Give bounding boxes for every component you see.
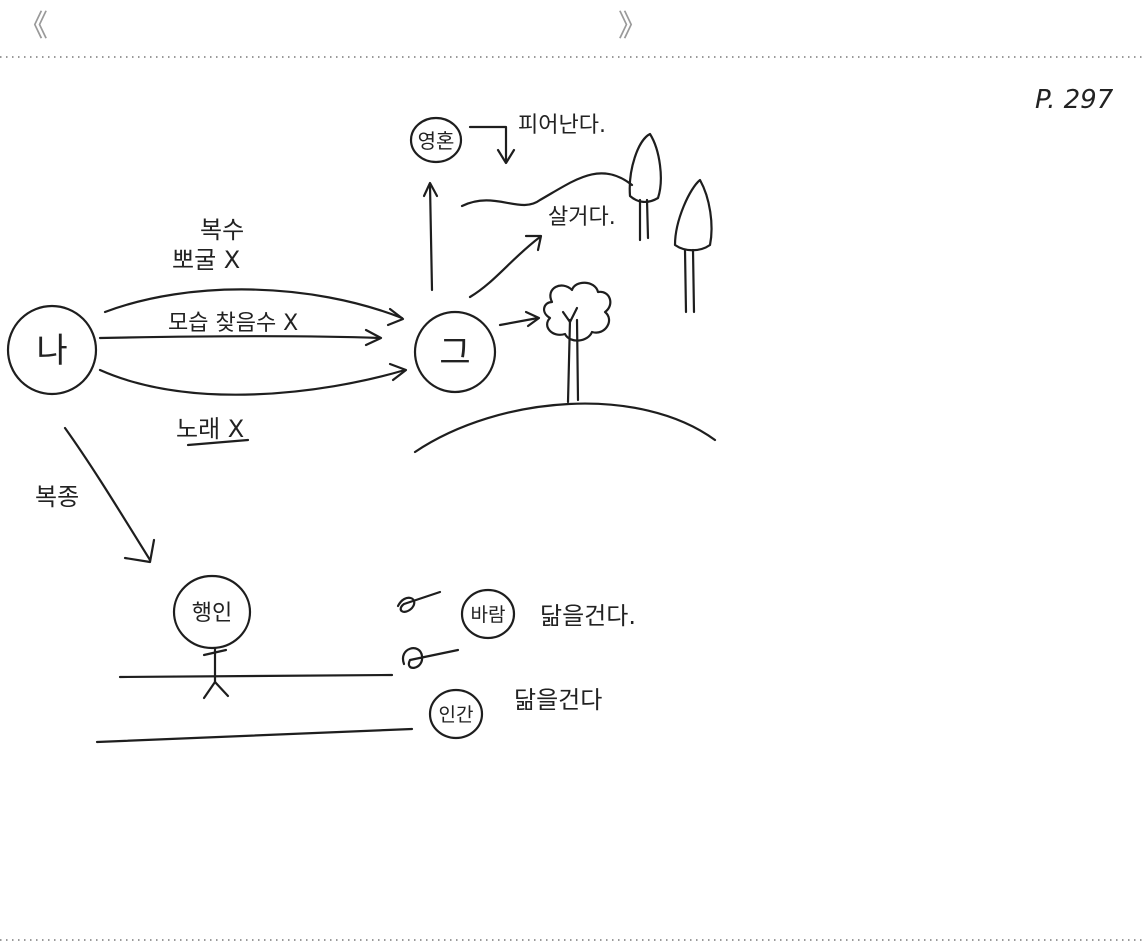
tall-tree-2 xyxy=(673,178,713,314)
arrowhead-up xyxy=(422,181,439,198)
wind-swirl-2 xyxy=(401,647,460,669)
round-tree xyxy=(543,281,612,404)
label-revenge: 복수 xyxy=(200,216,244,244)
arrow-lower xyxy=(98,368,407,396)
node-wind: 바람 xyxy=(460,588,516,640)
wind-swirl-1 xyxy=(396,590,442,613)
ground-line-lower xyxy=(95,727,414,744)
arrowhead-middle xyxy=(364,328,383,347)
arrowhead-bokjong xyxy=(123,538,156,564)
arrow-middle xyxy=(98,335,382,340)
arrow-upper xyxy=(103,288,404,320)
node-human-label: 인간 xyxy=(439,704,474,726)
node-him-label: 그 xyxy=(439,333,470,373)
label-human-walk: 닮을건다 xyxy=(514,686,602,714)
arrowhead-upper xyxy=(386,307,405,327)
tall-tree-1 xyxy=(628,132,662,242)
node-me: 나 xyxy=(6,304,98,396)
arrow-live xyxy=(468,235,542,299)
node-me-label: 나 xyxy=(36,331,67,371)
arrowhead-lower xyxy=(388,362,408,382)
node-hermit-label: 행인 xyxy=(192,601,232,626)
song-strike xyxy=(186,438,250,447)
label-live: 살거다. xyxy=(548,205,616,230)
label-ppilgul-x: 뽀굴 X xyxy=(172,246,240,274)
arrowhead-tree xyxy=(524,310,541,328)
arrow-tree xyxy=(498,316,540,327)
node-wind-label: 바람 xyxy=(471,604,506,626)
node-him: 그 xyxy=(413,310,497,394)
label-bokjong: 복종 xyxy=(35,483,79,511)
arrow-bokjong xyxy=(63,426,152,562)
label-bloom: 피어난다. xyxy=(518,113,606,138)
hill-top xyxy=(460,172,634,208)
arrow-bloom xyxy=(468,125,508,164)
arrowhead-bloom xyxy=(496,148,516,165)
label-wind-walk: 닮을건다. xyxy=(540,602,636,630)
open-bracket: 《 xyxy=(18,9,48,44)
page-reference: P. 297 xyxy=(1035,85,1114,115)
node-soul: 영혼 xyxy=(409,116,463,164)
arrow-up xyxy=(428,183,434,292)
label-find-face-x: 모습 찾음수 X xyxy=(168,311,298,336)
node-human: 인간 xyxy=(428,688,484,740)
node-soul-label: 영혼 xyxy=(418,129,455,153)
hill-bottom xyxy=(413,402,717,454)
label-song-x: 노래 X xyxy=(176,415,244,443)
ground-line-upper xyxy=(118,673,394,679)
arrowhead-live xyxy=(524,234,543,252)
close-bracket: 》 xyxy=(618,9,648,44)
node-hermit: 행인 xyxy=(172,574,252,700)
